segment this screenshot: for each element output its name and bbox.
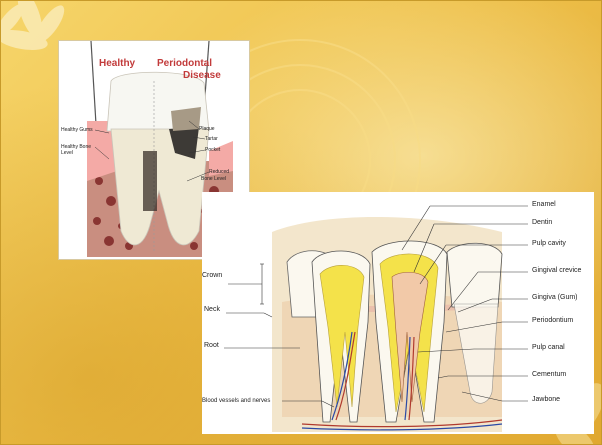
label-periodontium: Periodontium: [532, 317, 573, 324]
label-gingival-crevice: Gingival crevice: [532, 267, 581, 274]
label-pulp-canal: Pulp canal: [532, 344, 565, 351]
label-jawbone: Jawbone: [532, 396, 560, 403]
label-pulp-cavity: Pulp cavity: [532, 240, 566, 247]
label-neck: Neck: [204, 306, 220, 313]
label-crown: Crown: [202, 272, 222, 279]
label-gingiva-gum: Gingiva (Gum): [532, 294, 578, 301]
label-cementum: Cementum: [532, 371, 566, 378]
label-dentin: Dentin: [532, 219, 552, 226]
label-enamel: Enamel: [532, 201, 556, 208]
label-blood-vessels-nerves: Blood vessels and nerves: [202, 398, 270, 404]
label-root: Root: [204, 342, 219, 349]
tooth-anatomy-card: Crown Neck Root Blood vessels and nerves…: [202, 192, 594, 434]
